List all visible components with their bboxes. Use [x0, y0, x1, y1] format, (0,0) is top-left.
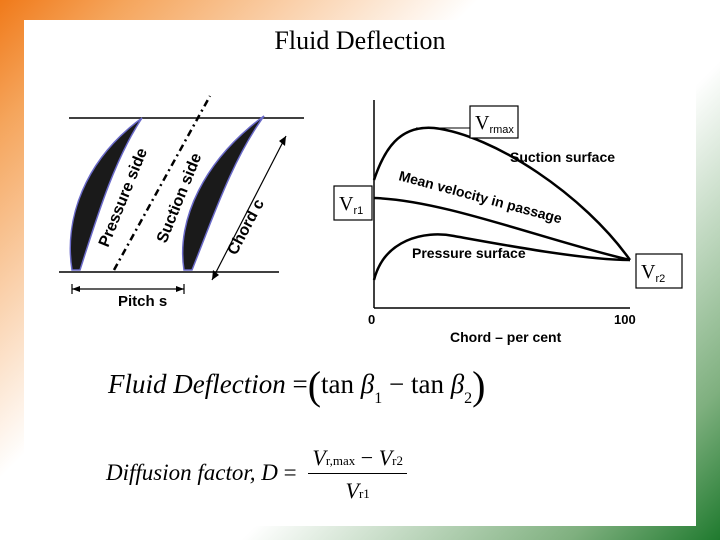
eq2-den-sub: r1	[358, 486, 370, 501]
blade-2	[182, 115, 265, 271]
mean-velocity-curve	[373, 196, 631, 262]
vr1-box	[333, 185, 373, 221]
vrmax-box	[469, 105, 519, 139]
diffusion-factor-equation: Diffusion factor, D = Vr,max − Vr2 Vr1	[106, 445, 407, 504]
x-tick-100: 100	[614, 312, 636, 327]
x-axis-label: Chord – per cent	[450, 329, 562, 345]
eq1-equals: =	[292, 369, 308, 399]
eq1-minus: −	[388, 369, 405, 399]
pressure-surface-label: Pressure surface	[412, 245, 526, 261]
eq1-lhs: Fluid Deflection	[108, 369, 286, 399]
pitch-label: Pitch s	[118, 293, 167, 310]
vrmax-symbol: Vrmax	[475, 112, 514, 136]
x-tick-0: 0	[368, 312, 375, 327]
pitch-arrow-right	[176, 286, 184, 292]
eq2-denominator: Vr1	[308, 474, 407, 504]
eq2-num-sub2: r2	[392, 453, 403, 468]
eq1-sub1: 1	[374, 390, 383, 407]
slide-title: Fluid Deflection	[274, 26, 446, 55]
eq2-equals: =	[283, 459, 297, 485]
eq2-den-v: V	[345, 478, 359, 503]
velocity-plot: Vrmax Vr1 Vr2 Suction surface Mean veloc…	[333, 100, 683, 345]
eq2-num-v2: V	[378, 445, 393, 470]
slide: Fluid Deflection Pitch s Pressure side	[24, 20, 696, 526]
eq2-lhs: Diffusion factor, D	[106, 459, 278, 485]
vr1-symbol: Vr1	[339, 193, 363, 217]
pitch-arrow-left	[72, 286, 80, 292]
eq2-fraction: Vr,max − Vr2 Vr1	[308, 445, 407, 504]
figure: Pitch s Pressure side Suction side Chord…	[59, 95, 683, 345]
suction-surface-label: Suction surface	[510, 149, 615, 165]
chord-dimension-line	[211, 135, 287, 281]
suction-surface-curve	[372, 126, 632, 261]
eq1-left-paren: (	[307, 363, 322, 408]
fluid-deflection-equation: Fluid Deflection =(tan β1 − tan β2)	[108, 362, 485, 409]
vr2-symbol: Vr2	[641, 261, 665, 285]
eq1-sub2: 2	[464, 390, 473, 407]
eq2-num-sub1: r,max	[325, 453, 356, 468]
cascade-diagram: Pitch s Pressure side Suction side Chord…	[59, 95, 304, 310]
eq1-beta2: β	[450, 369, 465, 399]
eq2-num-v1: V	[312, 445, 326, 470]
pressure-surface-curve	[372, 233, 631, 281]
eq2-numerator: Vr,max − Vr2	[308, 445, 407, 474]
blade-1	[69, 117, 143, 271]
eq1-tan1: tan	[321, 369, 355, 399]
eq1-tan2: tan	[410, 369, 444, 399]
chord-arrow-bottom	[212, 270, 219, 280]
eq1-beta1: β	[360, 369, 375, 399]
chord-arrow-top	[279, 136, 286, 146]
stagger-line	[112, 95, 212, 271]
vr2-box	[635, 253, 683, 289]
chord-label: Chord c	[225, 196, 268, 257]
eq1-right-paren: )	[472, 363, 486, 408]
eq2-num-minus: −	[360, 445, 374, 470]
